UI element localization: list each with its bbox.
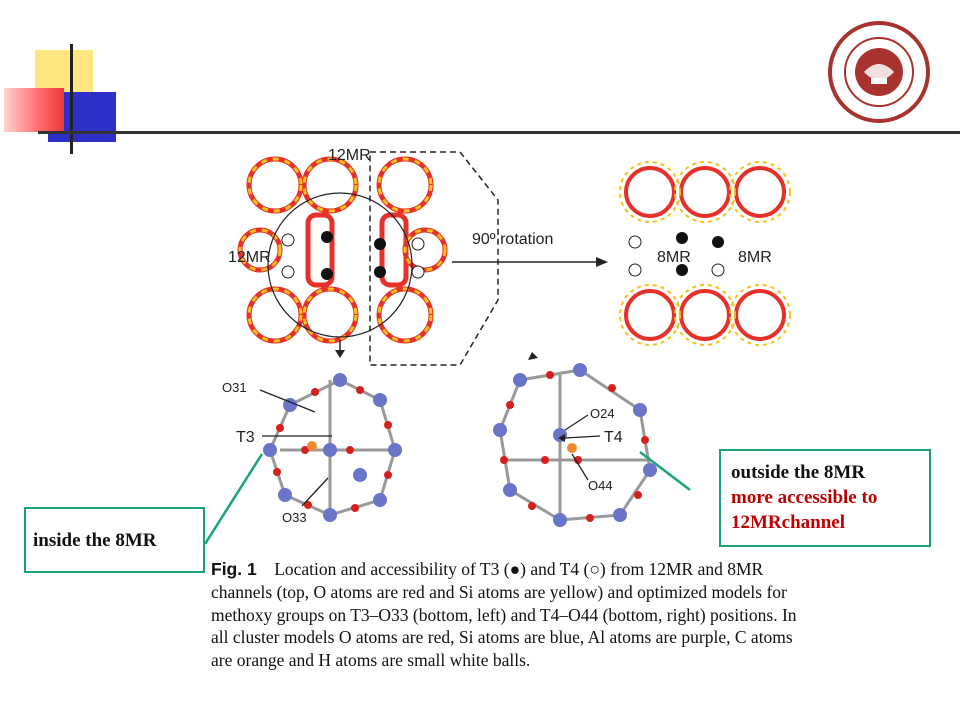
caption-part1: Location and accessibility of T3 ( — [274, 559, 510, 579]
label-t3: T3 — [236, 429, 255, 446]
open-circle-icon: ○ — [589, 559, 600, 579]
cluster-models-figure: O31 T3 O33 O24 T4 O44 — [222, 363, 657, 527]
callout-outside-line2: more accessible to — [731, 487, 878, 508]
label-o24: O24 — [590, 406, 615, 421]
label-rotation: 90º rotation — [472, 231, 553, 248]
cluster-model-t4 — [493, 363, 657, 527]
label-o31: O31 — [222, 380, 247, 395]
figure-caption: Fig. 1 Location and accessibility of T3 … — [211, 558, 811, 672]
label-right-8mr-a: 8MR — [657, 249, 691, 266]
label-right-8mr-b: 8MR — [738, 249, 772, 266]
caption-part3: ) from 12MR and 8MR channels (top, O ato… — [211, 559, 797, 671]
zeolite-channel-figure: 12MR 12MR 90º rotation 8MR 8MR — [228, 147, 791, 366]
filled-circle-icon: ● — [509, 559, 521, 579]
university-seal-logo — [828, 21, 930, 123]
framework-8mr-view — [619, 161, 791, 346]
label-t4: T4 — [604, 429, 623, 446]
callout-inside-text: inside the 8MR — [33, 530, 157, 551]
callout-outside-8mr: outside the 8MR more accessible to 12MRc… — [719, 449, 931, 547]
caption-part2: ) and T4 ( — [520, 559, 590, 579]
label-o44: O44 — [588, 478, 613, 493]
callout-outside-line1: outside the 8MR — [731, 462, 866, 483]
callout-inside-8mr: inside the 8MR — [24, 507, 205, 573]
label-left-12mr: 12MR — [228, 249, 271, 266]
framework-12mr-view — [237, 151, 538, 366]
callout-outside-line3: 12MRchannel — [731, 512, 845, 533]
figure-label: Fig. 1 — [211, 559, 257, 579]
label-top-12mr: 12MR — [328, 147, 371, 164]
cluster-model-t3 — [259, 373, 402, 522]
label-o33: O33 — [282, 510, 307, 525]
